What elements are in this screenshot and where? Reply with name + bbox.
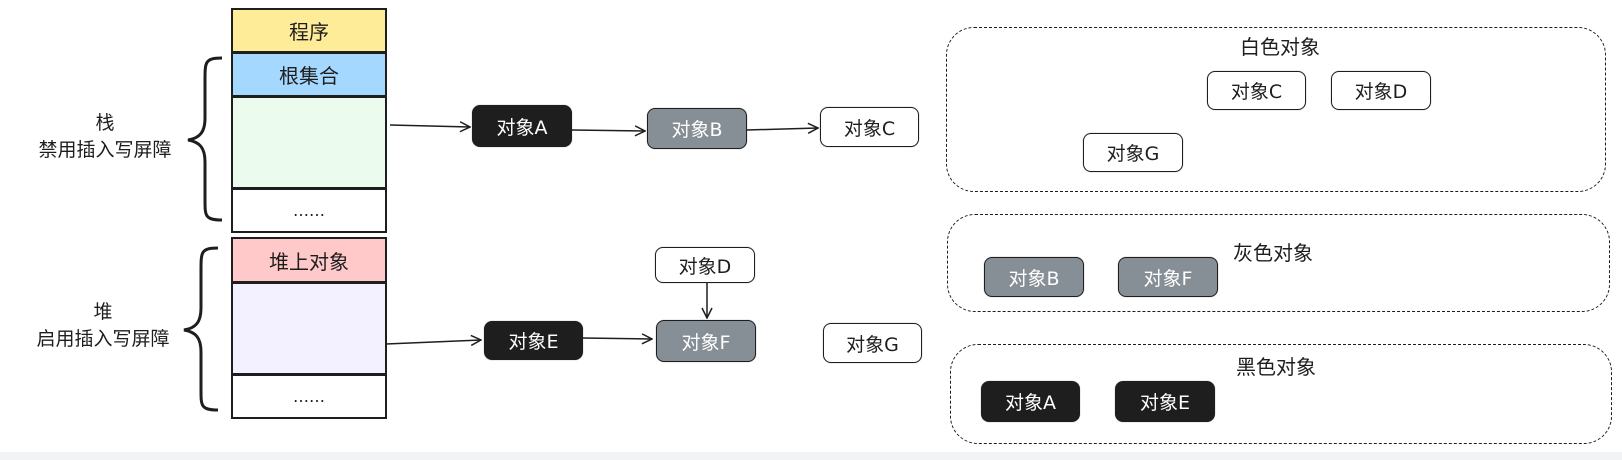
- white-item-c: 对象C: [1207, 71, 1306, 110]
- arrow-heap-to-e: [385, 340, 481, 344]
- arrow-b-to-c: [746, 128, 818, 130]
- arrow-stack-to-a: [389, 125, 470, 127]
- program-cell: 程序: [231, 8, 387, 53]
- black-objects-title: 黑色对象: [1236, 355, 1316, 379]
- arrow-e-to-f: [582, 338, 652, 339]
- node-object-e: 对象E: [484, 321, 583, 360]
- black-objects-group: [950, 344, 1612, 444]
- arrow-a-to-b: [571, 130, 645, 131]
- stack-ellipsis-cell: ……: [231, 188, 387, 233]
- heap-frames-cell: [231, 282, 387, 375]
- heap-brace: [183, 246, 219, 412]
- heap-ellipsis-cell: ……: [231, 374, 387, 419]
- bottom-strip: [0, 452, 1622, 460]
- root-set-cell: 根集合: [231, 52, 387, 97]
- white-objects-title: 白色对象: [1240, 35, 1320, 59]
- heap-label-desc: 启用插入写屏障: [36, 328, 170, 350]
- gray-objects-title: 灰色对象: [1233, 241, 1313, 265]
- white-item-d: 对象D: [1331, 71, 1431, 110]
- node-object-d: 对象D: [655, 247, 755, 283]
- heap-label: 堆 启用插入写屏障: [18, 299, 188, 353]
- white-item-g: 对象G: [1083, 133, 1183, 172]
- gray-item-b: 对象B: [984, 257, 1084, 297]
- heap-label-title: 堆: [93, 301, 113, 323]
- stack-label-title: 栈: [95, 112, 115, 134]
- black-item-e: 对象E: [1115, 381, 1215, 422]
- node-object-c: 对象C: [820, 107, 919, 147]
- white-objects-group: [946, 27, 1606, 192]
- black-item-a: 对象A: [981, 381, 1080, 422]
- node-object-f: 对象F: [656, 320, 756, 362]
- node-object-g: 对象G: [823, 323, 922, 363]
- stack-frames-cell: [231, 96, 387, 189]
- node-object-a: 对象A: [472, 105, 572, 147]
- gray-objects-group: [947, 214, 1610, 312]
- heap-object-cell: 堆上对象: [231, 237, 387, 283]
- gray-item-f: 对象F: [1118, 257, 1218, 297]
- node-object-b: 对象B: [647, 108, 747, 149]
- stack-label-desc: 禁用插入写屏障: [38, 139, 172, 161]
- stack-label: 栈 禁用插入写屏障: [20, 110, 190, 164]
- stack-brace: [187, 56, 223, 222]
